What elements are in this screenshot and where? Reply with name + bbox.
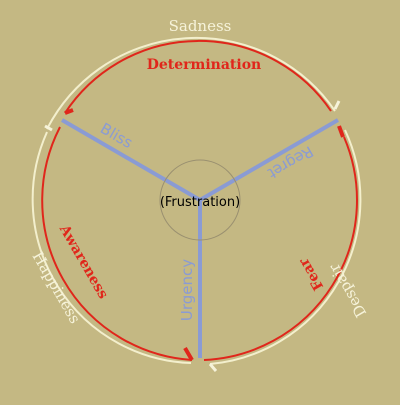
outer-label-right: Despair xyxy=(325,260,371,321)
outer-label-top: Sadness xyxy=(169,17,232,35)
inner-label-top: Determination xyxy=(147,57,261,73)
outer-ring-arc-left xyxy=(31,131,192,364)
outer-ring-tick-bottom xyxy=(208,363,218,372)
spoke-line-bliss xyxy=(60,118,202,202)
inner-ring-tick-top-left xyxy=(64,108,74,115)
outer-ring-tick-left xyxy=(44,124,53,132)
inner-ring-tick-bottom xyxy=(183,346,194,362)
center-circle xyxy=(159,159,241,241)
spoke-line-regret xyxy=(198,118,340,202)
center-label: (Frustration) xyxy=(160,195,240,210)
inner-ring-arc-top xyxy=(64,39,332,114)
inner-ring-arc-right xyxy=(203,136,358,361)
spoke-label-bliss: Bliss xyxy=(97,119,136,152)
spoke-label-urgency: Urgency xyxy=(178,259,196,321)
outer-ring-tick-top-right xyxy=(333,100,341,110)
inner-label-right: Fear xyxy=(296,255,327,293)
inner-ring-tick-top-right xyxy=(337,125,345,138)
inner-ring-arc-left xyxy=(41,126,193,361)
outer-ring-arc-right xyxy=(209,129,362,365)
outer-ring-arc-top xyxy=(46,36,336,130)
